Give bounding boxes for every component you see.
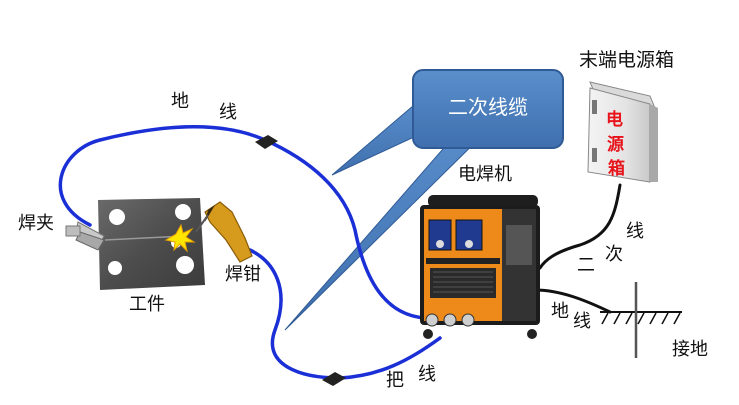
power-box-text-1: 电 (606, 110, 623, 130)
workpiece-plate (98, 198, 205, 290)
ground-clamp-icon (65, 221, 105, 251)
handle-wire-label-1: 把 (386, 370, 404, 391)
ground-wire-connector (255, 135, 278, 149)
handle-wire-connector (322, 372, 346, 386)
primary-wire-label-2: 次 (605, 244, 623, 265)
power-box-text-2: 源 (607, 135, 624, 155)
handle-wire-label-2: 线 (418, 364, 436, 385)
machine-ground-label-1: 地 (551, 301, 569, 322)
ground-electrode-icon (600, 282, 682, 358)
electrode-holder-icon (195, 201, 253, 263)
primary-wire-label-1: 二 (577, 255, 595, 276)
earthing-label: 接地 (672, 339, 708, 360)
terminal-box-title: 末端电源箱 (579, 49, 675, 71)
secondary-cable-label: 二次线缆 (448, 95, 528, 119)
handle-wire-cable (248, 248, 442, 380)
welding-machine-icon (420, 195, 540, 339)
weld-spark-icon (164, 223, 196, 253)
primary-wire-label-3: 线 (626, 221, 644, 242)
primary-cable (538, 183, 622, 270)
terminal-power-box-icon (587, 81, 658, 183)
welding-machine-label: 电焊机 (458, 164, 512, 185)
power-box-text-3: 箱 (608, 159, 625, 179)
electrode-holder-label: 焊钳 (225, 264, 261, 285)
machine-ground-label-2: 线 (573, 311, 591, 332)
ground-wire-cable (58, 125, 427, 320)
secondary-cable-callout (412, 69, 564, 149)
ground-clamp-label: 焊夹 (18, 213, 54, 234)
ground-wire-label-1: 地 (171, 91, 189, 112)
ground-wire-label-2: 线 (219, 102, 237, 123)
workpiece-label: 工件 (129, 294, 165, 315)
machine-ground-cable (533, 288, 612, 314)
